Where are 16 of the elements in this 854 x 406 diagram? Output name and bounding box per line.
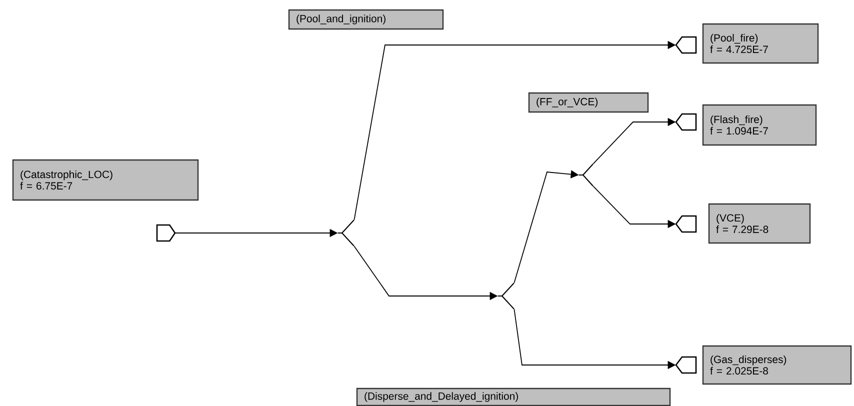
gate-label: (Disperse_and_Delayed_ignition): [356, 388, 671, 406]
end-symbol: [675, 113, 697, 131]
branch-symbol: [578, 163, 594, 187]
gate-label: (Pool_and_ignition): [288, 9, 444, 30]
event-box: (Gas_disperses) f = 2.025E-8: [702, 345, 852, 385]
end-symbol: [675, 36, 697, 54]
event-box: (Pool_fire) f = 4.725E-7: [702, 23, 819, 64]
start-symbol: [156, 224, 176, 242]
gate-label: (FF_or_VCE): [528, 92, 649, 113]
event-box: (Catastrophic_LOC) f = 6.75E-7: [12, 159, 199, 201]
branch-symbol: [497, 282, 515, 310]
end-symbol: [675, 215, 697, 233]
event-box: (Flash_fire) f = 1.094E-7: [702, 104, 817, 146]
event-box: (VCE) f = 7.29E-8: [708, 203, 811, 244]
branch-symbol: [337, 219, 355, 247]
end-symbol: [675, 356, 697, 374]
